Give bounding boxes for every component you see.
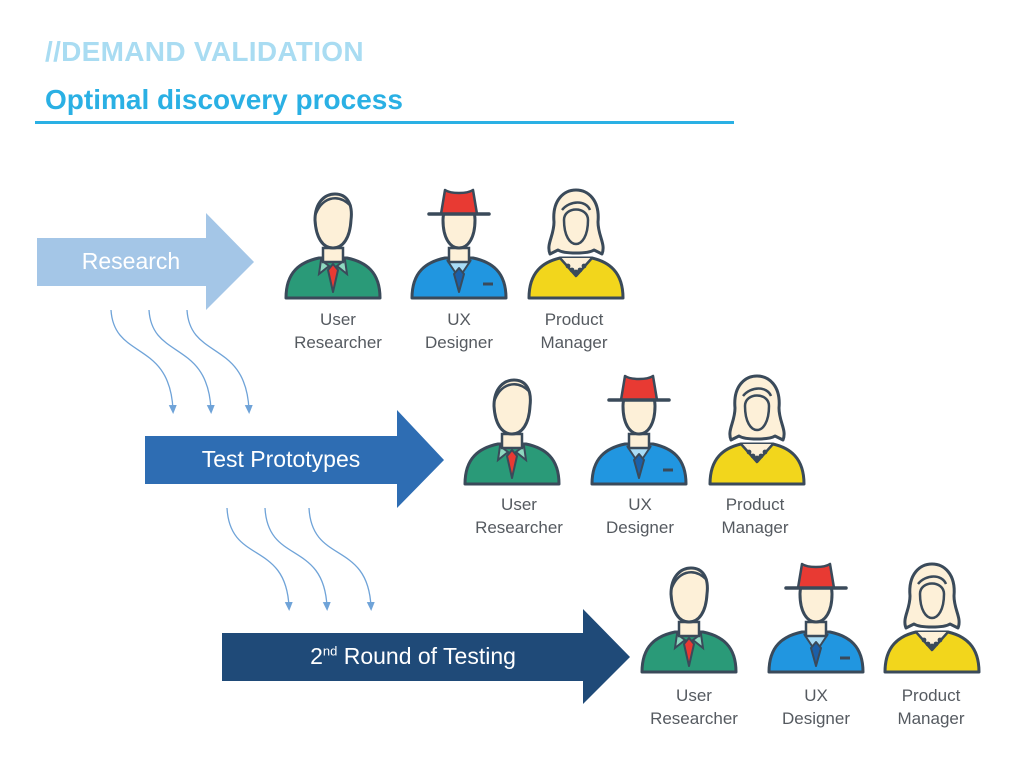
flow-arrow xyxy=(226,507,293,611)
ux-designer-icon xyxy=(767,562,865,674)
stage-label-test-prototypes: Test Prototypes xyxy=(145,446,417,473)
product-manager-icon xyxy=(708,374,806,486)
page-title: Optimal discovery process xyxy=(45,84,403,115)
product-manager-icon xyxy=(883,562,981,674)
stage-label-second-round: 2nd Round of Testing xyxy=(222,643,604,670)
stage-label-research: Research xyxy=(81,248,181,274)
user-researcher-icon xyxy=(463,378,561,486)
stage-arrow-research xyxy=(37,213,254,310)
title-underline xyxy=(35,121,734,124)
user-researcher-icon xyxy=(284,192,382,300)
flow-arrow xyxy=(148,309,215,414)
flow-arrow xyxy=(264,507,331,611)
stage-label-text: Test Prototypes xyxy=(201,446,361,472)
flow-arrow xyxy=(186,309,253,414)
ux-designer-icon xyxy=(410,188,508,300)
user-researcher-icon xyxy=(640,566,738,674)
flow-arrow xyxy=(110,309,177,414)
stage-label-text: Round of Testing xyxy=(337,643,516,669)
section-kicker: //DEMAND VALIDATION xyxy=(45,36,364,67)
stage-label-number: 2 xyxy=(310,643,323,669)
stage-arrow-test-prototypes xyxy=(145,410,444,508)
product-manager-icon xyxy=(527,188,625,300)
ux-designer-icon xyxy=(590,374,688,486)
stage-label-ordinal: nd xyxy=(322,643,338,659)
stage-arrow-second-round xyxy=(222,609,630,704)
flow-arrow xyxy=(308,507,375,611)
